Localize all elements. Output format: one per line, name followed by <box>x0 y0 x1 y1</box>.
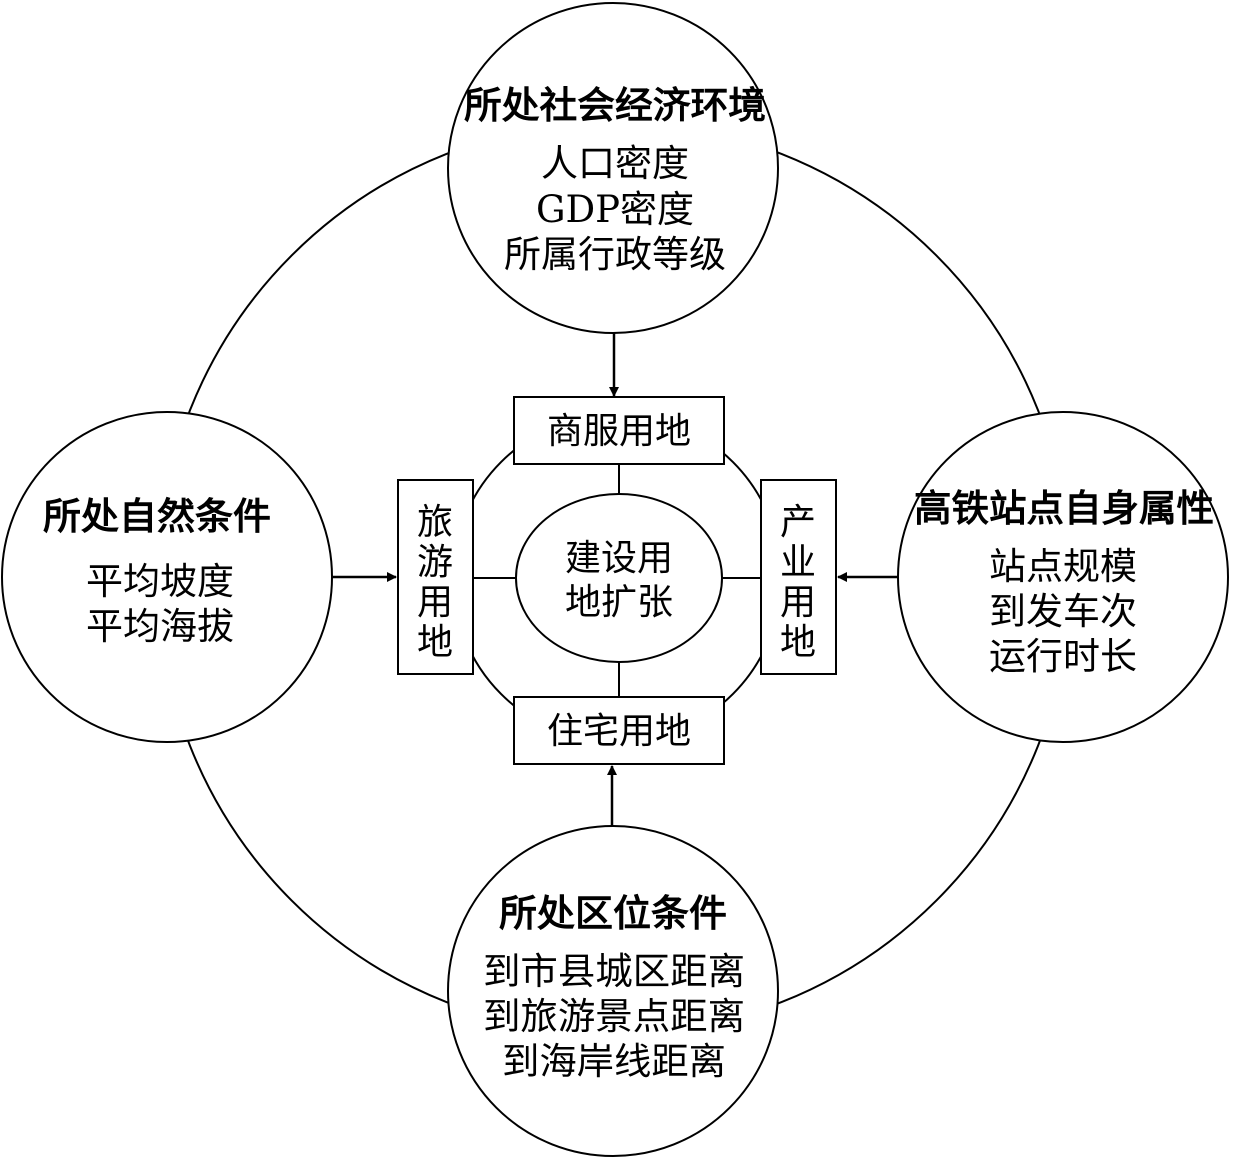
natural-title: 所处自然条件 <box>43 494 271 538</box>
industrial-land-char-3: 用 <box>780 582 816 623</box>
box-tourism-land: 旅 游 用 地 <box>397 479 474 675</box>
socioeconomic-item-2: GDP密度 <box>536 188 694 231</box>
industrial-land-char-1: 产 <box>780 502 816 543</box>
residential-land-label: 住宅用地 <box>547 711 691 752</box>
center-label-line1: 建设用 <box>565 538 673 579</box>
center-label-line2: 地扩张 <box>565 582 673 623</box>
commercial-land-label: 商服用地 <box>547 411 691 452</box>
station-attributes-item-1: 站点规模 <box>989 545 1137 588</box>
location-item-2: 到旅游景点距离 <box>483 995 745 1038</box>
station-attributes-item-2: 到发车次 <box>989 590 1137 633</box>
location-title: 所处区位条件 <box>499 891 727 935</box>
tourism-land-char-2: 游 <box>417 542 453 583</box>
box-commercial-land: 商服用地 <box>513 396 725 465</box>
socioeconomic-item-1: 人口密度 <box>541 142 689 185</box>
box-industrial-land: 产 业 用 地 <box>760 479 837 675</box>
box-residential-land: 住宅用地 <box>513 696 725 765</box>
factor-natural: 所处自然条件 平均坡度 平均海拔 <box>1 411 333 743</box>
factor-station-attributes: 高铁站点自身属性 站点规模 到发车次 运行时长 <box>897 411 1229 743</box>
tourism-land-char-3: 用 <box>417 582 453 623</box>
factor-location: 所处区位条件 到市县城区距离 到旅游景点距离 到海岸线距离 <box>447 825 779 1157</box>
tourism-land-char-1: 旅 <box>417 502 453 543</box>
location-item-3: 到海岸线距离 <box>502 1040 726 1083</box>
industrial-land-char-2: 业 <box>780 542 816 583</box>
location-item-1: 到市县城区距离 <box>483 950 745 993</box>
natural-item-1: 平均坡度 <box>86 560 234 603</box>
tourism-land-char-4: 地 <box>417 622 453 663</box>
station-attributes-title: 高铁站点自身属性 <box>914 486 1214 530</box>
center-node: 建设用 地扩张 <box>515 493 723 663</box>
socioeconomic-title: 所处社会经济环境 <box>464 83 766 127</box>
socioeconomic-item-3: 所属行政等级 <box>504 233 726 276</box>
station-attributes-item-3: 运行时长 <box>989 635 1137 678</box>
natural-item-2: 平均海拔 <box>86 605 234 648</box>
factor-socioeconomic: 所处社会经济环境 人口密度 GDP密度 所属行政等级 <box>447 2 779 334</box>
industrial-land-char-4: 地 <box>780 622 816 663</box>
